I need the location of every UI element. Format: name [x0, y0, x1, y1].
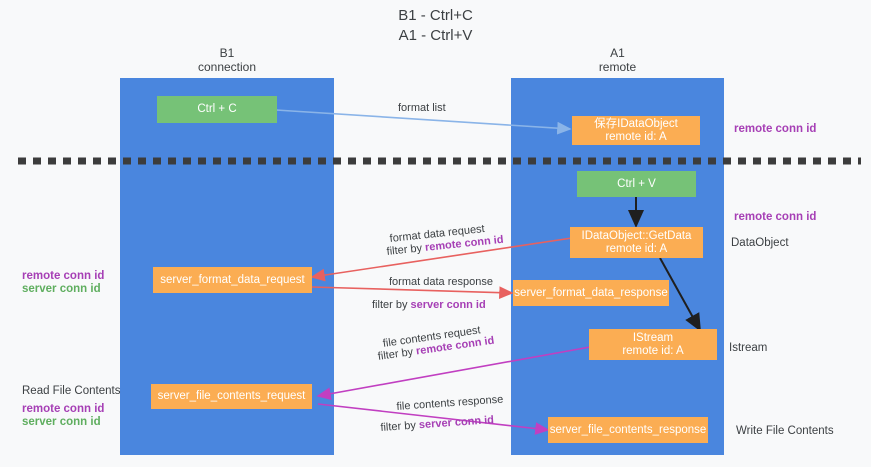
diagram-title: B1 - Ctrl+C A1 - Ctrl+V	[0, 6, 871, 46]
connector-format-data-response	[311, 286, 514, 300]
node-getdata-line1: IDataObject::GetData	[581, 229, 692, 242]
node-server-file-contents-request[interactable]: server_file_contents_request	[151, 384, 312, 409]
annotation-read-file-contents: Read File Contents	[22, 385, 121, 397]
edge-label-format-data-request-filter-prefix: filter by	[386, 241, 426, 258]
column-header-a1: A1 remote	[511, 46, 724, 74]
annotation-remote-conn-id-top: remote conn id	[734, 123, 817, 135]
annotation-left-server-conn-id-1: server conn id	[22, 283, 101, 295]
node-istream-line2: remote id: A	[622, 344, 684, 357]
node-save-idataobject[interactable]: 保存IDataObject remote id: A	[572, 116, 700, 145]
annotation-istream: Istream	[729, 342, 768, 354]
edge-label-format-list: format list	[398, 102, 446, 114]
node-idataobject-getdata[interactable]: IDataObject::GetData remote id: A	[570, 227, 703, 258]
node-server-format-data-request[interactable]: server_format_data_request	[153, 267, 312, 293]
edge-label-format-data-response: format data response	[389, 276, 493, 288]
connector-getdata-to-istream	[659, 257, 701, 332]
connector-file-contents-response	[317, 403, 550, 435]
edge-label-format-data-response-filter: filter by server conn id	[372, 298, 486, 312]
node-server-format-data-response[interactable]: server_format_data_response	[513, 280, 669, 306]
node-istream[interactable]: IStream remote id: A	[589, 329, 717, 360]
connector-format-data-request	[310, 237, 573, 282]
annotation-left-server-conn-id-2: server conn id	[22, 416, 101, 428]
annotation-write-file-contents: Write File Contents	[736, 425, 834, 437]
column-header-a1-role: remote	[598, 60, 637, 74]
annotation-left-remote-conn-id-1: remote conn id	[22, 270, 105, 282]
edge-label-format-data-response-filter-prefix: filter by	[372, 299, 411, 311]
node-save-idataobject-line1: 保存IDataObject	[594, 117, 678, 130]
title-line-2: A1 - Ctrl+V	[398, 27, 473, 44]
annotation-left-remote-conn-id-2: remote conn id	[22, 403, 105, 415]
annotation-remote-conn-id-mid: remote conn id	[734, 211, 817, 223]
column-header-b1-name: B1	[219, 46, 235, 60]
node-save-idataobject-line2: remote id: A	[605, 130, 667, 143]
column-header-b1: B1 connection	[120, 46, 334, 74]
node-server-file-contents-response[interactable]: server_file_contents_response	[548, 417, 708, 443]
connector-file-contents-request	[316, 346, 591, 401]
node-ctrl-c[interactable]: Ctrl + C	[157, 96, 277, 123]
node-getdata-line2: remote id: A	[605, 242, 668, 255]
connector-format-list	[275, 109, 572, 135]
edge-label-file-contents-response-filter-prefix: filter by	[380, 419, 420, 434]
column-header-b1-role: connection	[197, 60, 257, 74]
node-istream-line1: IStream	[632, 331, 674, 344]
node-ctrl-v[interactable]: Ctrl + V	[577, 171, 696, 197]
column-header-a1-name: A1	[610, 46, 625, 60]
annotation-dataobject: DataObject	[731, 237, 789, 249]
title-line-1: B1 - Ctrl+C	[398, 7, 473, 24]
edge-label-format-data-response-filter-key: server conn id	[410, 299, 486, 311]
